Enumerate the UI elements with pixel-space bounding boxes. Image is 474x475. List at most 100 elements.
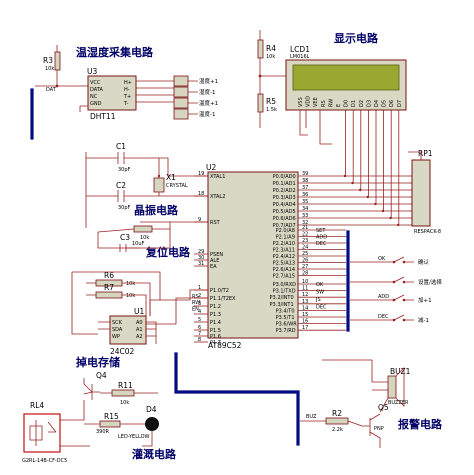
u3-part: DHT11 <box>90 112 116 121</box>
u1-pin-wp: WP <box>112 334 120 340</box>
lcd-pin-d5: D5 <box>382 100 388 107</box>
mcu-pin-num: 38 <box>302 178 308 184</box>
mcu-pin-num: 13 <box>302 299 308 305</box>
mcu-pin-num: 36 <box>302 192 308 198</box>
mcu-pin-num: 31 <box>198 261 204 267</box>
r15-resistor <box>99 420 121 428</box>
mcu-pin-num: 17 <box>302 325 308 331</box>
mcu-pin-num: 29 <box>198 249 204 255</box>
reset-resistor-value: 10k <box>140 235 149 241</box>
mcu-pin-num: 37 <box>302 185 308 191</box>
d4-label: D4 <box>146 405 157 414</box>
mcu-pin-left: P1.1/T2EX <box>210 296 236 302</box>
u2-label: U2 <box>206 163 216 172</box>
mcu-pin-left: ALE <box>210 258 219 264</box>
mcu-pin-num: 6 <box>198 325 201 331</box>
mcu-pin-right: P0.5/AD5 <box>273 209 296 215</box>
r5-label: R5 <box>266 97 276 106</box>
eeprom-block: R6 10k R7 10k U1 SCK SDA WP A0 A1 A2 24C… <box>71 271 208 369</box>
title-alarm: 报警电路 <box>398 417 443 431</box>
net-js: JS <box>315 297 321 303</box>
mcu-pin-left: P1.3 <box>210 312 221 318</box>
mcu-pin-num: 26 <box>302 258 308 264</box>
mcu-pin-right: P2.6/A14 <box>273 267 295 273</box>
r6-label: R6 <box>104 271 114 280</box>
dht-pin-gnd: GND <box>90 101 102 107</box>
reset-resistor <box>133 225 153 233</box>
bus-lines <box>30 88 350 446</box>
lcd-pin-d0: D0 <box>344 100 350 107</box>
dht11-sensor-block: 温湿度采集电路 R3 10k DAT U3 VCC DATA NC GND H+… <box>35 45 218 121</box>
irrigation-block: Q4 R11 10k RL4 G2RL-14B-CF-DC5 R15 390R … <box>22 371 177 464</box>
r2-value: 2.2k <box>332 427 343 433</box>
mcu-pin-right: P2.2/A10 <box>273 241 295 247</box>
mcu-pin-right: P3.0/RXD <box>273 282 297 288</box>
rl4-part: G2RL-14B-CF-DC5 <box>22 458 67 464</box>
mcu-pin-left: XTAL2 <box>210 194 225 200</box>
r4-resistor <box>257 39 264 59</box>
buz1-part: BUZZER <box>388 400 409 406</box>
mcu-pin-num: 12 <box>302 292 308 298</box>
r7-value: 10k <box>126 293 135 299</box>
lcd-label: LCD1 <box>290 45 310 54</box>
title-storage: 掉电存储 <box>76 355 120 369</box>
mcu-pin-right: P0.3/AD3 <box>273 195 296 201</box>
key-net-add: ADD <box>378 294 389 300</box>
x1-part: CRYSTAL <box>166 183 188 189</box>
r2-resistor <box>325 417 349 425</box>
relay-rl4 <box>23 413 61 453</box>
mcu-pin-left: XTAL1 <box>210 174 225 180</box>
c1-label: C1 <box>116 142 126 151</box>
mcu-chip <box>207 171 299 339</box>
mcu-pin-right: P3.5/T1 <box>276 315 295 321</box>
led-d4 <box>145 417 159 431</box>
u1-pin-a0: A0 <box>136 320 143 326</box>
dht11-chip <box>87 75 137 111</box>
mcu-pin-left: P1.0/T2 <box>210 288 229 294</box>
u1-part: 24C02 <box>110 347 135 356</box>
mcu-pin-num: 30 <box>198 255 204 261</box>
net-sw: SW <box>316 290 324 296</box>
sensor-label-2: 湿度-1 <box>199 88 215 96</box>
lcd-pin-d3: D3 <box>366 100 372 107</box>
net-set: SET <box>316 228 326 234</box>
mcu-pin-left: P1.6 <box>210 334 221 340</box>
mcu-pin-left: P1.5 <box>210 328 221 334</box>
mcu-pin-num: 32 <box>302 220 308 226</box>
mcu-pin-left: PSEN <box>210 252 223 258</box>
mcu-pin-right: P3.2/INT0 <box>270 295 294 301</box>
net-dec: DEC <box>316 305 327 311</box>
rp1-part: RESPACK-8 <box>414 229 441 235</box>
mcu-pin-num: 25 <box>302 251 308 257</box>
u1-pin-sck: SCK <box>112 320 123 326</box>
q4-label: Q4 <box>96 371 107 380</box>
dht-out-t-plus: T+ <box>123 94 131 100</box>
sensor-label-3: 温度+1 <box>199 99 218 107</box>
mcu-pin-right: P2.1/A9 <box>276 235 295 241</box>
net-en: EN <box>192 306 199 312</box>
r11-label: R11 <box>118 381 133 390</box>
mcu-pin-left: P1.7 <box>210 340 221 346</box>
mcu-pin-right: P3.4/T0 <box>276 308 295 314</box>
mcu-pin-right: P2.7/A15 <box>273 274 295 280</box>
key-net-ok: OK <box>378 256 386 262</box>
r5-value: 1.5k <box>266 107 277 113</box>
mcu-pin-right: P0.4/AD4 <box>273 202 296 208</box>
mcu-pin-right: P2.4/A12 <box>273 254 295 260</box>
mcu-pin-num: 21 <box>302 225 308 231</box>
mcu-pin-right: P2.3/A11 <box>273 248 295 254</box>
mcu-pin-left: P1.2 <box>210 304 221 310</box>
crystal-block: 晶振电路 C1 30pF C2 30pF X1 CRYSTAL <box>85 142 208 228</box>
mcu-pin-num: 34 <box>302 206 308 212</box>
net-rs: RS <box>192 294 199 300</box>
r2-label: R2 <box>332 409 342 418</box>
x1-label: X1 <box>166 173 176 182</box>
mcu-pin-num: 24 <box>302 245 308 251</box>
d4-part: LED-YELLOW <box>118 434 150 440</box>
title-display: 显示电路 <box>334 31 379 45</box>
mcu-pin-right: P0.6/AD6 <box>273 216 296 222</box>
lcd-part: LM016L <box>290 54 310 60</box>
dht-pin-data: DATA <box>90 87 103 93</box>
